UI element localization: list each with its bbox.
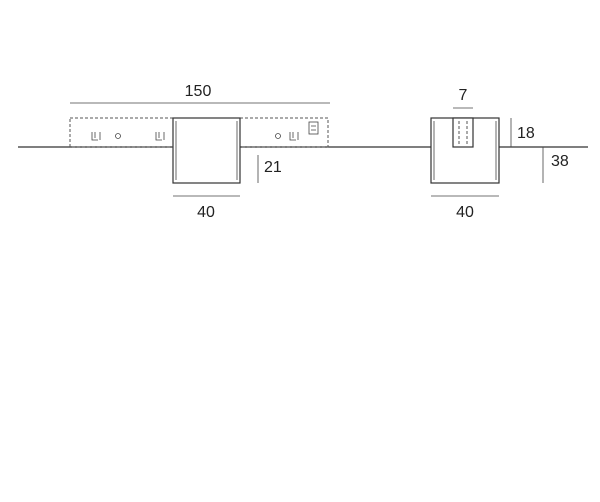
clip-icon-right bbox=[289, 132, 299, 141]
screw-icon-right bbox=[275, 133, 281, 139]
luminaire-body-front bbox=[172, 117, 241, 184]
side-width-label: 40 bbox=[456, 204, 474, 221]
front-width-label: 40 bbox=[197, 204, 215, 221]
clip-icon-left bbox=[91, 132, 101, 141]
side-gap-label: 7 bbox=[459, 87, 468, 104]
clip-icon-center bbox=[155, 132, 165, 141]
front-depth-label: 21 bbox=[264, 159, 282, 176]
connector-icon bbox=[308, 121, 319, 135]
recess-channel bbox=[452, 117, 474, 148]
side-above-label: 18 bbox=[517, 125, 535, 142]
side-total-label: 38 bbox=[551, 153, 569, 170]
front-view: 150 21 40 bbox=[69, 83, 330, 221]
side-view: 7 18 38 40 bbox=[430, 87, 569, 221]
front-length-label: 150 bbox=[185, 83, 212, 100]
screw-icon-left bbox=[115, 133, 121, 139]
